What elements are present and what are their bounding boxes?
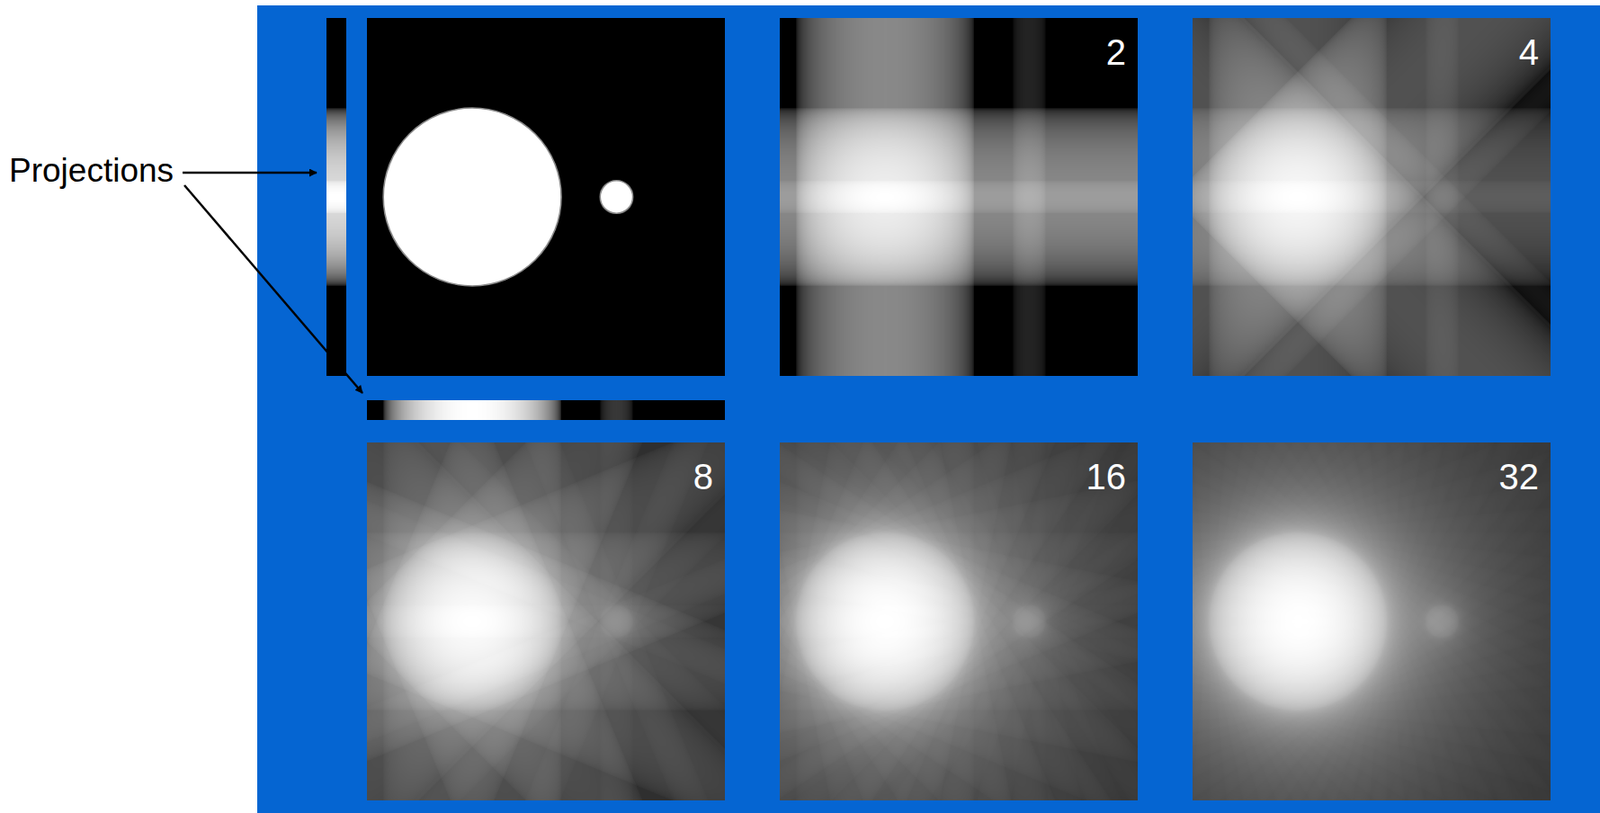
horizontal-projection-strip — [366, 400, 725, 421]
backprojection-panel: 16 — [779, 442, 1138, 801]
angle-count: 8 — [693, 456, 714, 497]
angle-count: 32 — [1499, 456, 1540, 497]
blue-background — [257, 5, 1600, 813]
backprojection-image — [1192, 17, 1551, 376]
vertical-projection-strip — [326, 17, 347, 376]
backprojection-image — [366, 442, 725, 801]
backprojection-panel: 2 — [779, 17, 1138, 376]
backprojection-panel: 4 — [1192, 17, 1551, 376]
object-circle — [599, 180, 633, 214]
backprojection-image — [779, 442, 1138, 801]
leader-arrow — [184, 185, 363, 394]
panel-ground — [366, 17, 725, 376]
backprojection-image — [1192, 442, 1551, 801]
backprojection-image — [779, 17, 1138, 376]
object-panel — [366, 17, 725, 376]
backprojection-panel: 32 — [1192, 442, 1551, 801]
angle-count: 16 — [1086, 456, 1127, 497]
object-circle — [383, 107, 562, 287]
angle-count: 2 — [1106, 32, 1127, 72]
leader-arrow — [182, 171, 317, 175]
backprojection-panel: 8 — [366, 442, 725, 801]
annotation-label: Projections — [8, 151, 174, 191]
angle-count: 4 — [1519, 32, 1539, 72]
